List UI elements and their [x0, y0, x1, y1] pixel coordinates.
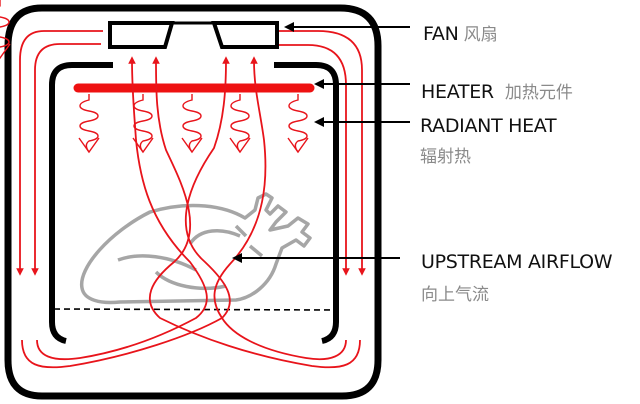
oven-inner-wall-right: [274, 62, 339, 344]
fan-label: FAN 风扇: [423, 20, 498, 45]
roast-chicken-icon: [80, 192, 312, 305]
oven-tray-line: [53, 308, 335, 311]
radiant-heat-label-en-wrap: RADIANT HEAT: [420, 115, 557, 137]
oven-outer-wall: [4, 4, 382, 400]
upstream-airflow-label-en-wrap: UPSTREAM AIRFLOW: [421, 251, 613, 273]
radiant-heat-label-en: RADIANT HEAT: [420, 115, 557, 137]
airflow-down-left: [16, 30, 103, 276]
airflow-up-loops: [21, 56, 361, 369]
radiant-heat-wave-icon: [0, 0, 309, 153]
fan-label-zh: 风扇: [463, 25, 498, 45]
fan-icon: [108, 21, 279, 49]
upstream-airflow-label-zh: 向上气流: [421, 285, 489, 305]
radiant-heat-label-zh-wrap: 辐射热: [420, 142, 471, 167]
label-pointers: [232, 22, 410, 263]
upstream-airflow-label-en: UPSTREAM AIRFLOW: [421, 251, 613, 273]
heater-label: HEATER 加热元件: [421, 78, 573, 103]
fan-label-en: FAN: [423, 23, 459, 45]
heater-label-en: HEATER: [421, 81, 494, 103]
radiant-heat-label-zh: 辐射热: [420, 147, 471, 167]
oven-inner-wall-left: [49, 62, 113, 344]
heater-label-zh: 加热元件: [504, 83, 573, 103]
upstream-airflow-label-zh-wrap: 向上气流: [421, 280, 489, 305]
